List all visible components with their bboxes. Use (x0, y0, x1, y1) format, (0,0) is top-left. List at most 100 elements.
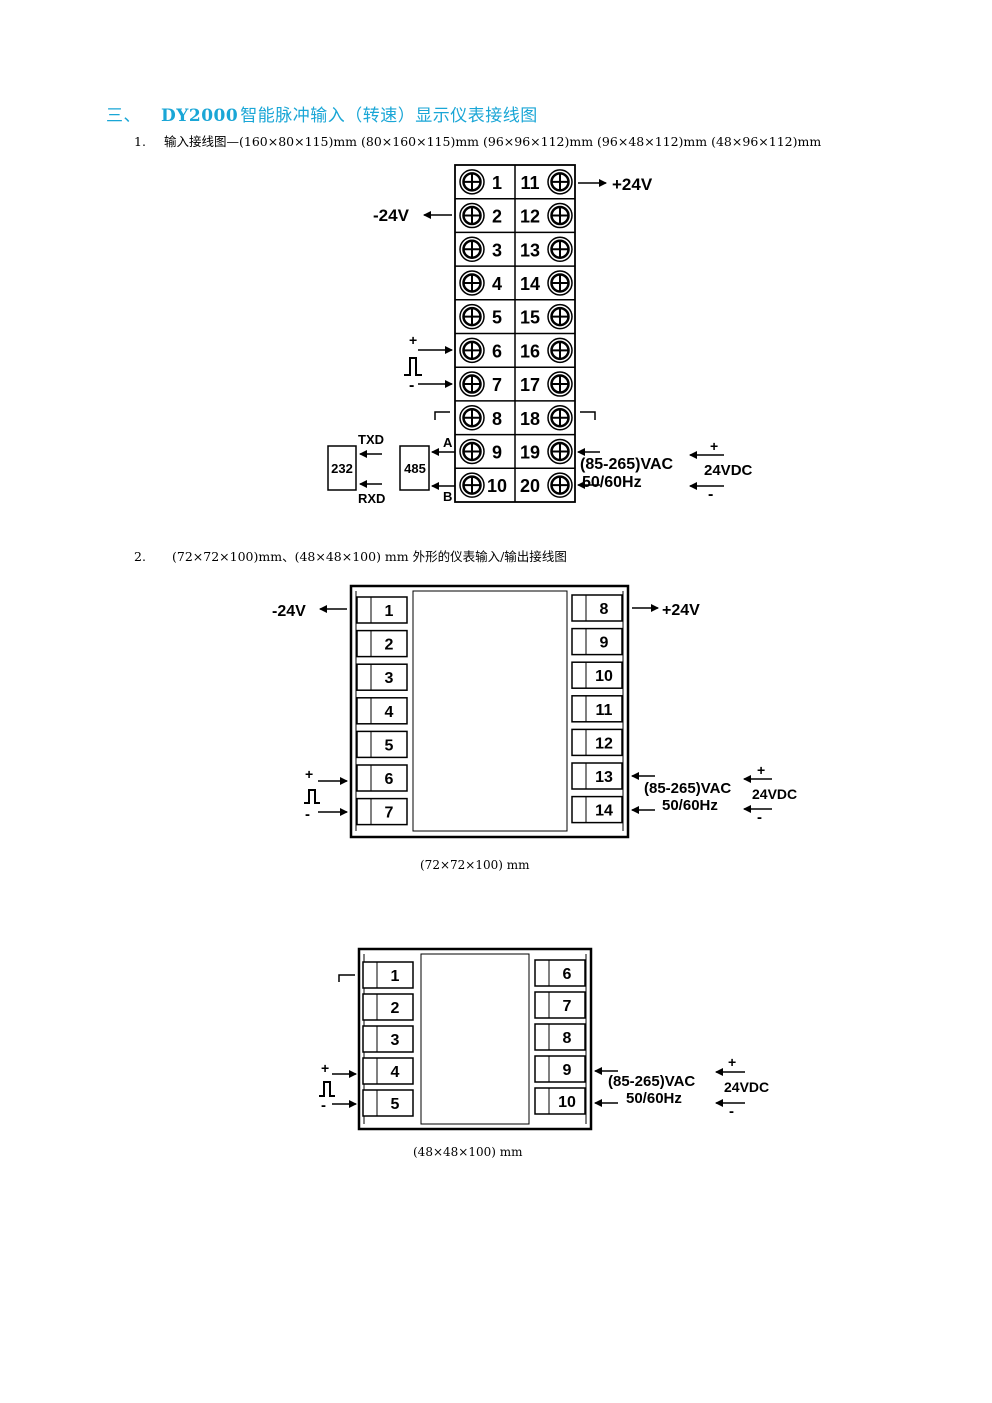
terminal-number: 7 (492, 375, 502, 395)
pulse-icon-2 (304, 789, 320, 804)
pulse-icon-3 (319, 1081, 335, 1097)
terminal-number: 3 (492, 240, 502, 260)
label-vdc-3: 24VDC (724, 1079, 769, 1095)
terminal-box (571, 762, 623, 790)
label-vac-2: (85-265)VAC (644, 780, 731, 797)
screw-icon (459, 169, 485, 195)
screw-icon (459, 270, 485, 296)
label-vdc-2: 24VDC (752, 786, 797, 802)
screw-icon (459, 303, 485, 330)
label-vdc-plus: + (710, 438, 718, 454)
terminal-number: 9 (563, 1062, 572, 1079)
terminal-box (534, 1055, 586, 1083)
terminal-number: 20 (520, 476, 540, 496)
screw-icon (547, 337, 573, 364)
box-485 (399, 445, 430, 491)
caption-72: (72×72×100) mm (420, 858, 530, 872)
label-plus24v: +24V (612, 175, 653, 194)
pulse-icon (404, 357, 422, 376)
terminal-box (571, 795, 623, 824)
item-2-index: 2. (134, 549, 146, 564)
terminal-number: 6 (385, 771, 394, 788)
terminal-box (356, 697, 408, 725)
ground-icon-1 (338, 974, 355, 982)
terminal-number: 7 (385, 805, 394, 822)
ground-icon-8 (434, 411, 450, 420)
screw-icon (547, 405, 573, 431)
label-vdc-minus-3: - (729, 1103, 734, 1120)
label-plus-3: + (321, 1060, 329, 1076)
terminal-box (356, 730, 408, 759)
label-hz-2: 50/60Hz (662, 797, 718, 814)
terminal-number: 4 (385, 704, 394, 721)
terminal-number: 4 (391, 1064, 400, 1081)
terminal-number: 1 (391, 968, 400, 985)
label-485: 485 (404, 461, 426, 476)
terminal-number: 5 (492, 308, 502, 328)
terminal-box (356, 629, 408, 658)
terminal-box (362, 993, 414, 1021)
label-plus24v-2: +24V (662, 602, 700, 619)
terminal-number: 10 (595, 668, 613, 685)
screw-icon (547, 303, 573, 330)
terminal-number: 1 (385, 603, 394, 620)
terminal-box (362, 961, 414, 989)
label-rxd: RXD (358, 491, 385, 506)
item-2: 2.(72×72×100)mm、(48×48×100) mm 外形的仪表输入/输… (134, 546, 567, 565)
terminal-number: 2 (385, 637, 394, 654)
terminal-box (534, 991, 586, 1019)
terminal-number: 11 (596, 702, 613, 719)
terminal-number: 5 (385, 737, 394, 754)
item-1-index: 1. (134, 134, 146, 149)
label-minus-2: - (305, 806, 310, 823)
screw-icon (547, 169, 573, 195)
section-number: 三、 (106, 106, 141, 126)
terminal-number: 12 (520, 207, 540, 227)
screw-icon (459, 202, 485, 229)
screw-icon (459, 472, 485, 498)
terminal-number: 8 (492, 409, 502, 429)
terminal-box (356, 663, 408, 691)
label-hz: 50/60Hz (582, 474, 642, 491)
screw-icon (547, 438, 573, 465)
screw-icon (547, 202, 573, 229)
terminal-number: 2 (492, 207, 502, 227)
terminal-number: 9 (600, 635, 609, 652)
terminal-number: 10 (558, 1094, 576, 1111)
terminal-box (362, 1057, 414, 1085)
terminal-number: 7 (563, 998, 572, 1015)
item-1-text: 输入接线图—(160×80×115)mm (80×160×115)mm (96×… (164, 134, 822, 149)
terminal-box (362, 1089, 414, 1117)
terminal-number: 13 (520, 240, 540, 260)
terminal-number: 9 (492, 442, 502, 462)
label-vdc-plus-2: + (757, 762, 765, 778)
terminal-number: 6 (563, 966, 572, 983)
terminal-number: 14 (595, 803, 613, 820)
terminal-box (534, 1023, 586, 1051)
terminal-number: 5 (391, 1096, 400, 1113)
screw-icon (547, 472, 573, 498)
terminal-number: 18 (520, 409, 540, 429)
terminal-box (362, 1025, 414, 1053)
screw-icon (547, 371, 573, 397)
label-hz-3: 50/60Hz (626, 1090, 682, 1107)
label-vdc: 24VDC (704, 462, 753, 479)
terminal-box (356, 797, 408, 826)
meter-72-window (412, 590, 568, 832)
terminal-box (356, 764, 408, 792)
screw-icon (547, 236, 573, 262)
terminal-number: 3 (385, 670, 394, 687)
terminal-number: 8 (600, 601, 609, 618)
screw-icon (459, 438, 485, 465)
terminal-number: 15 (520, 308, 540, 328)
terminal-box (534, 1087, 586, 1115)
label-txd: TXD (358, 432, 384, 447)
terminal-number: 13 (595, 769, 613, 786)
label-minus: - (409, 377, 414, 394)
terminal-number: 11 (520, 173, 539, 193)
screw-icon (459, 337, 485, 364)
